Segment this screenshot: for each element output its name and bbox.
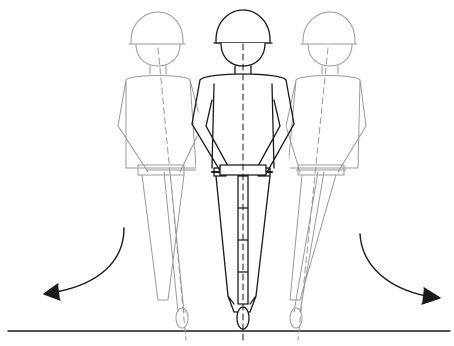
left-face	[136, 44, 180, 66]
left-wheel	[176, 308, 188, 328]
lean-right-arrowhead	[422, 288, 440, 304]
lean-left-arrow-curve	[56, 228, 124, 292]
lean-right-arrow-curve	[360, 234, 426, 296]
right-ghost-rider	[286, 12, 366, 340]
left-ghost-rider	[118, 12, 202, 340]
center-leg-l	[216, 176, 234, 304]
left-arm-l	[118, 80, 148, 172]
left-legs	[142, 175, 184, 300]
lean-left-arrowhead	[44, 284, 60, 300]
right-helmet	[303, 12, 355, 44]
right-centerline	[298, 48, 328, 340]
right-scooter-stem-b	[300, 172, 324, 312]
right-scooter-stem-a	[294, 172, 318, 312]
center-leg-r	[250, 176, 270, 304]
right-face	[308, 44, 352, 66]
right-arm-r	[338, 80, 366, 172]
lean-left-arrow	[44, 228, 124, 300]
center-helmet	[216, 10, 270, 43]
left-helmet	[131, 12, 183, 44]
center-rider	[192, 10, 294, 344]
lean-right-arrow	[360, 234, 440, 304]
